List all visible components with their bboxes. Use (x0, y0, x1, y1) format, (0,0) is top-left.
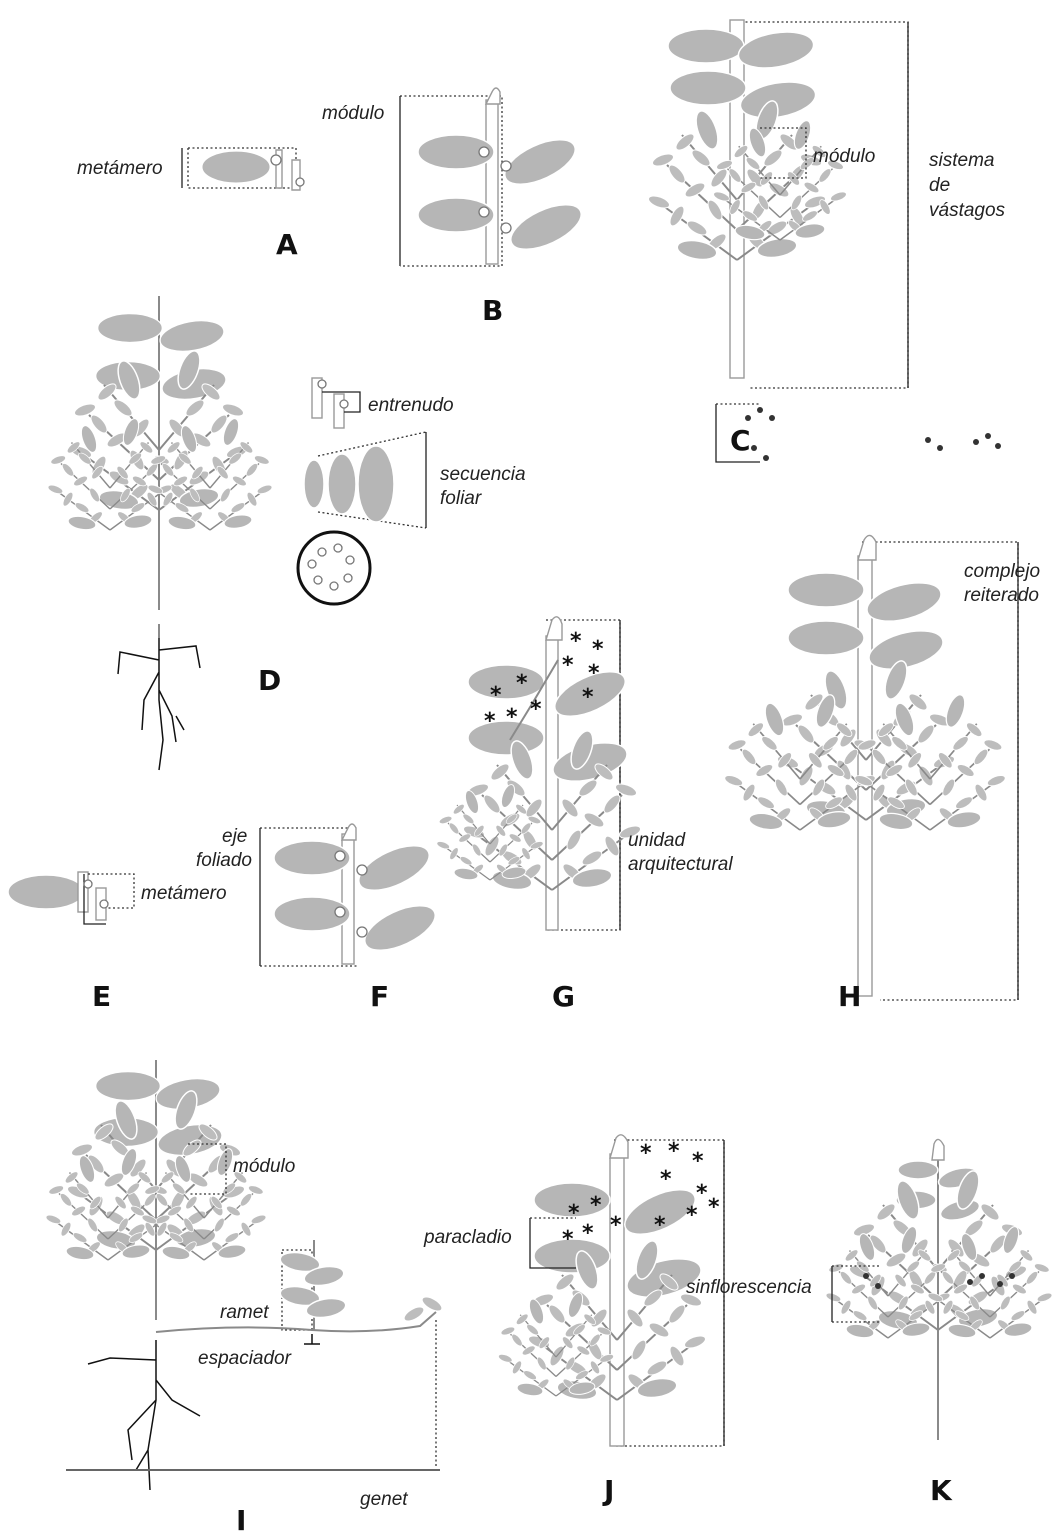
svg-text:*: * (582, 1221, 594, 1246)
panel-label-j: J (602, 1474, 614, 1507)
panel-label-c: C (730, 424, 751, 457)
svg-text:*: * (484, 709, 496, 734)
label-paracladio: paracladio (423, 1227, 512, 1248)
label-foliar: foliar (440, 488, 482, 509)
panel-label-d: D (258, 664, 281, 697)
svg-text:*: * (708, 1195, 720, 1220)
svg-text:*: * (530, 697, 542, 722)
svg-text:*: * (506, 705, 518, 730)
label-modulo-i: módulo (233, 1156, 295, 1177)
label-sistema: sistema (929, 150, 994, 171)
panel-g: * * * * * * * * * * unidad arquitectural… (436, 617, 733, 1013)
svg-text:*: * (686, 1203, 698, 1228)
panel-label-a: A (276, 228, 298, 261)
panel-c: módulo sistema de vástagos C (647, 20, 1006, 457)
label-complejo: complejo (964, 561, 1040, 582)
svg-text:*: * (660, 1167, 672, 1192)
svg-text:*: * (692, 1149, 704, 1174)
label-genet: genet (360, 1489, 408, 1510)
svg-text:*: * (570, 629, 582, 654)
svg-text:*: * (592, 637, 604, 662)
label-foliado: foliado (196, 850, 252, 871)
panel-b: módulo B (322, 88, 588, 327)
panel-i: módulo ramet espaciador genet I (45, 1060, 444, 1532)
svg-text:*: * (562, 653, 574, 678)
label-sinflorescencia: sinflorescencia (686, 1277, 812, 1298)
label-metamero-a: metámero (77, 158, 163, 179)
panel-label-e: E (92, 980, 111, 1013)
panel-f: eje foliado F (196, 824, 442, 1013)
label-espaciador: espaciador (198, 1348, 292, 1369)
svg-text:*: * (696, 1181, 708, 1206)
label-modulo-c: módulo (813, 146, 875, 167)
svg-text:*: * (668, 1139, 680, 1164)
panel-label-i: I (236, 1504, 246, 1532)
label-eje: eje (222, 826, 247, 847)
label-reiterado: reiterado (964, 585, 1039, 606)
panel-d: D (47, 296, 281, 770)
svg-text:*: * (568, 1201, 580, 1226)
svg-text:*: * (590, 1193, 602, 1218)
svg-text:*: * (490, 683, 502, 708)
label-de: de (929, 175, 950, 196)
label-ramet: ramet (220, 1302, 269, 1323)
label-arquitectural: arquitectural (628, 854, 733, 875)
svg-text:*: * (582, 685, 594, 710)
label-modulo-b: módulo (322, 103, 384, 124)
svg-text:*: * (562, 1227, 574, 1252)
label-secuencia: secuencia (440, 464, 526, 485)
svg-text:*: * (610, 1213, 622, 1238)
panel-h: complejo reiterado H (716, 404, 1040, 1013)
svg-text:*: * (516, 671, 528, 696)
panel-label-g: G (552, 980, 575, 1013)
svg-text:*: * (588, 661, 600, 686)
label-entrenudo: entrenudo (368, 395, 454, 416)
label-metamero-e: metámero (141, 883, 227, 904)
panel-a: metámero A (77, 148, 304, 261)
detail-legend: entrenudo secuencia foliar (298, 378, 526, 604)
flowers-right (925, 433, 1001, 451)
panel-k: sinflorescencia K (686, 1139, 1053, 1507)
label-unidad: unidad (628, 830, 686, 851)
panel-label-h: H (838, 980, 861, 1013)
panel-label-k: K (930, 1474, 953, 1507)
panel-label-b: B (482, 294, 503, 327)
label-vastagos: vástagos (929, 200, 1006, 221)
panel-j: * * * * * * * * * * * * * paracladio J (423, 1135, 724, 1507)
svg-text:*: * (640, 1141, 652, 1166)
panel-label-f: F (370, 980, 389, 1013)
panel-e: metámero E (8, 872, 227, 1013)
svg-text:*: * (654, 1213, 666, 1238)
